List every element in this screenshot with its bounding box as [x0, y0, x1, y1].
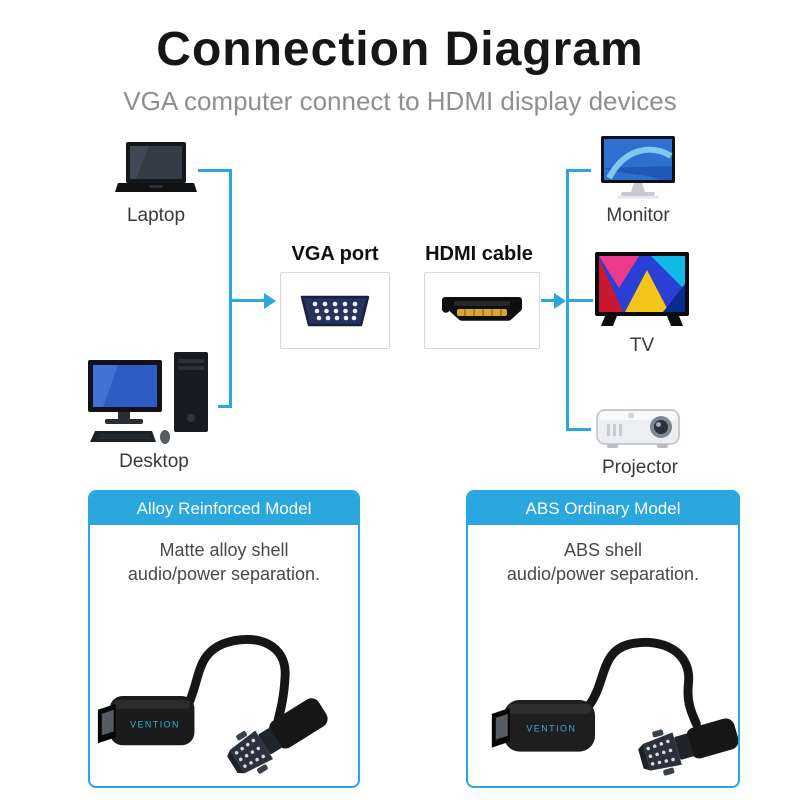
desktop-icon: [88, 352, 208, 444]
desktop-connector-line: [218, 405, 232, 408]
desktop-figure: Desktop: [84, 352, 224, 473]
abs-model-card: ABS Ordinary Model ABS shell audio/power…: [466, 490, 740, 788]
laptop-label: Laptop: [126, 205, 186, 226]
monitor-figure: Monitor: [592, 136, 684, 227]
abs-desc-line1: ABS shell: [563, 540, 643, 560]
tv-figure: TV: [594, 252, 690, 357]
abs-model-header: ABS Ordinary Model: [468, 492, 738, 525]
tv-label: TV: [629, 335, 655, 356]
alloy-desc-line2: audio/power separation.: [127, 564, 321, 585]
alloy-desc-line1: Matte alloy shell: [159, 540, 289, 560]
monitor-connector-line: [569, 169, 591, 172]
projector-figure: Projector: [590, 398, 690, 479]
laptop-figure: Laptop: [108, 142, 204, 227]
abs-product-photo: VENTION: [491, 637, 738, 776]
projector-icon: [596, 409, 680, 448]
left-arrow-line: [229, 299, 265, 302]
alloy-product-photo: VENTION: [97, 635, 328, 774]
projector-connector-line: [569, 428, 591, 431]
alloy-vga-plug: [227, 698, 328, 774]
alloy-model-desc: Matte alloy shell audio/power separation…: [90, 538, 358, 587]
tv-icon: [595, 252, 689, 326]
abs-brand-text: VENTION: [526, 724, 576, 734]
laptop-connector-line: [198, 169, 232, 172]
abs-vga-plug: [638, 718, 738, 776]
desktop-label: Desktop: [119, 451, 189, 472]
hdmi-cable-box: [424, 272, 540, 349]
alloy-brand-text: VENTION: [130, 720, 180, 730]
monitor-label: Monitor: [606, 205, 670, 226]
laptop-icon: [115, 142, 197, 192]
right-vertical-line: [566, 169, 569, 431]
page-subtitle: VGA computer connect to HDMI display dev…: [123, 86, 677, 116]
hdmi-cable-label: HDMI cable: [425, 243, 533, 265]
vga-connector-icon: [300, 295, 370, 326]
vga-port-box: [280, 272, 390, 349]
page-title: Connection Diagram: [156, 23, 644, 76]
left-arrow-icon: [264, 293, 276, 309]
vga-port-label: VGA port: [291, 243, 379, 265]
left-vertical-line: [229, 169, 232, 408]
abs-model-desc: ABS shell audio/power separation.: [468, 538, 738, 587]
right-arrow-icon: [554, 293, 566, 309]
hdmi-connector-icon: [441, 296, 522, 321]
right-arrow-line: [541, 299, 556, 302]
alloy-model-header: Alloy Reinforced Model: [90, 492, 358, 525]
tv-connector-line: [569, 299, 593, 302]
abs-desc-line2: audio/power separation.: [506, 564, 700, 585]
monitor-icon: [601, 136, 675, 199]
alloy-model-card: Alloy Reinforced Model Matte alloy shell…: [88, 490, 360, 788]
projector-label: Projector: [601, 457, 679, 478]
